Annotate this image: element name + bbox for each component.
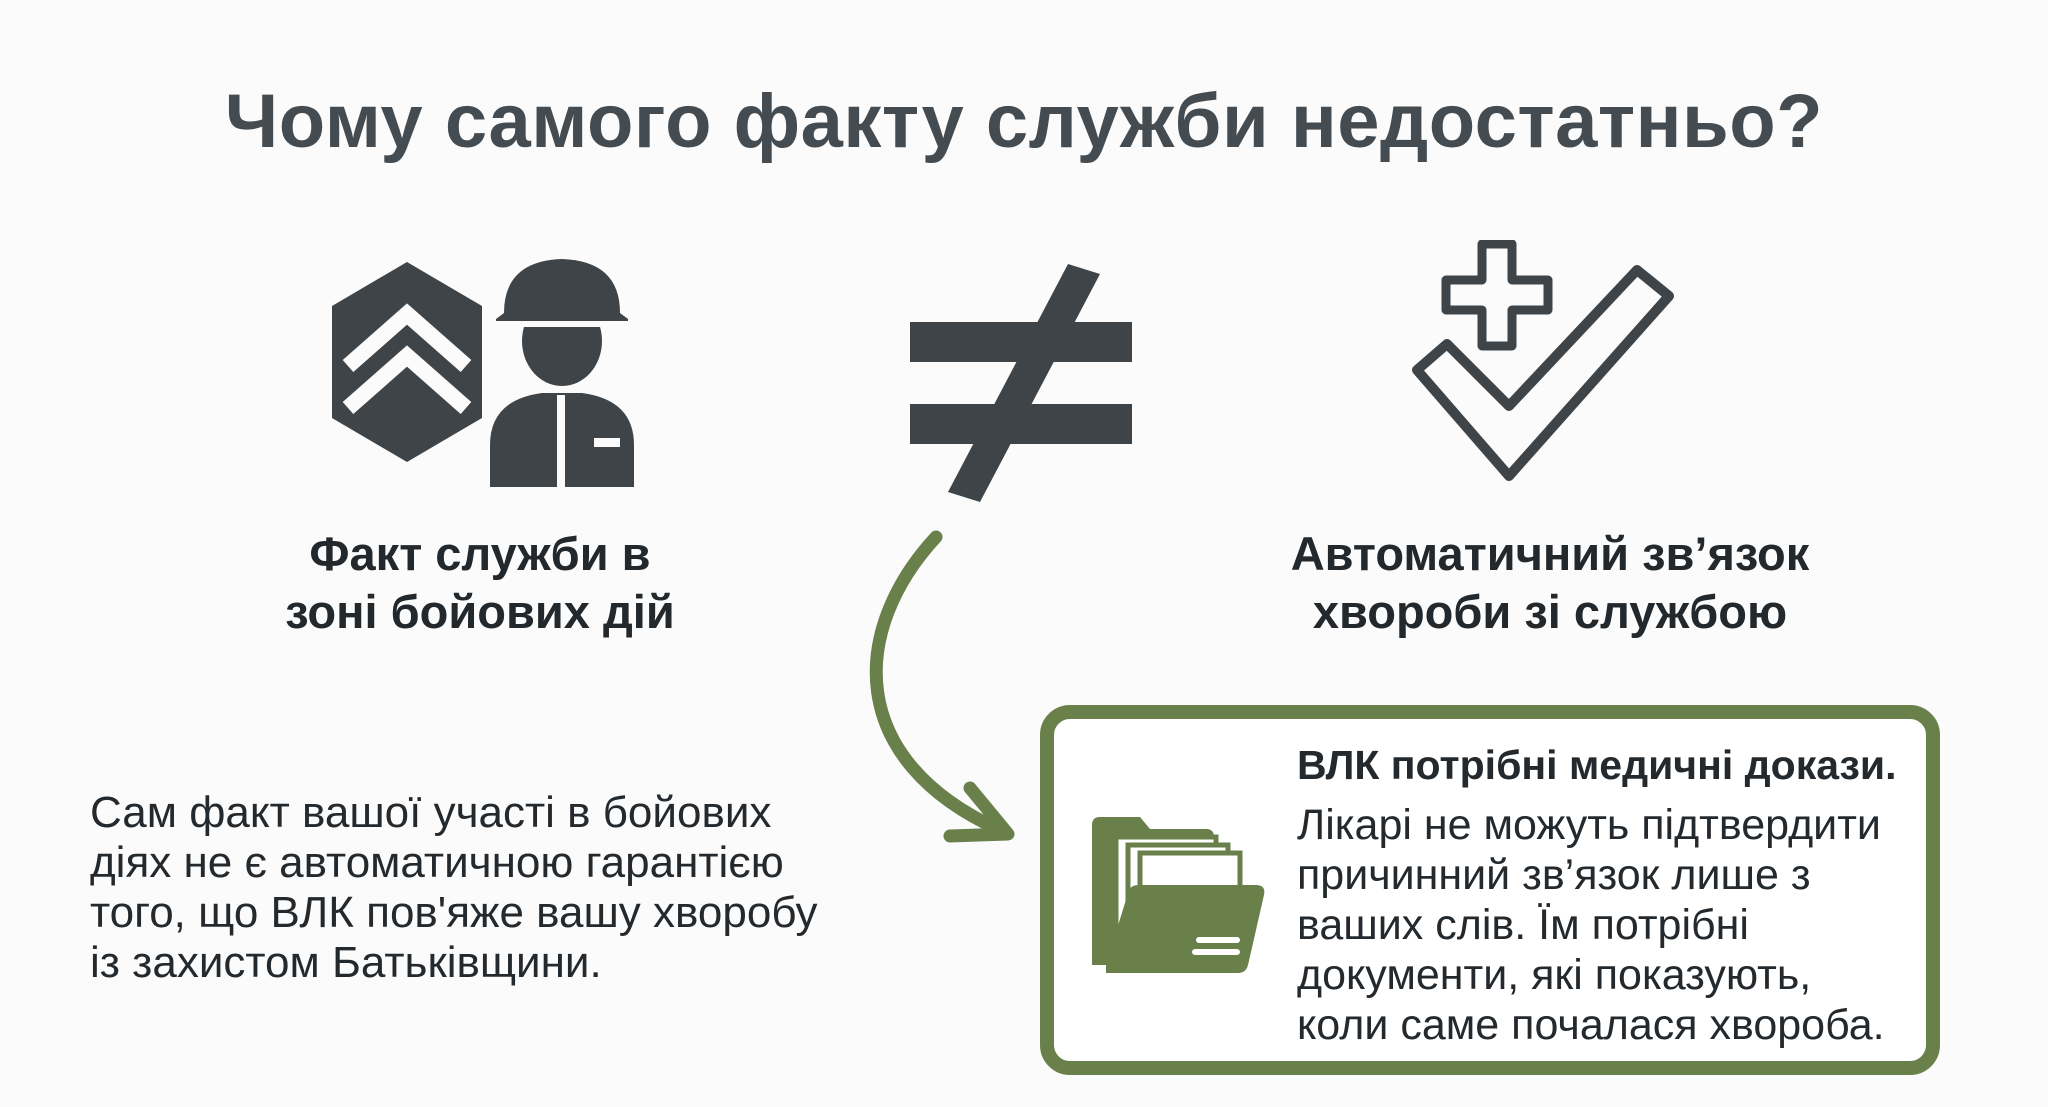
chevron-rank-insignia-icon	[332, 262, 482, 462]
document-folder-icon	[1092, 817, 1265, 973]
text-line: із захистом Батьківщини.	[90, 938, 602, 987]
text-line: документи, які показують,	[1297, 951, 1812, 999]
caption-line: Автоматичний зв’язок	[1290, 527, 1810, 580]
text-line: того, що ВЛК пов'яже вашу хворобу	[90, 888, 818, 937]
caption-line: хвороби зі службою	[1312, 585, 1788, 638]
right-caption: Автоматичний зв’язок хвороби зі службою	[1230, 525, 1870, 641]
soldier-helmet-icon	[490, 259, 634, 487]
callout-heading: ВЛК потрібні медичні докази.	[1297, 742, 1897, 788]
caption-line: Факт служби в	[309, 527, 651, 580]
text-line: Лікарі не можуть підтвердити	[1297, 801, 1881, 849]
not-equal-icon	[910, 264, 1132, 502]
text-line: причинний зв’язок лише з	[1297, 851, 1811, 899]
left-caption: Факт служби в зоні бойових дій	[230, 525, 730, 641]
text-line: Сам факт вашої участі в бойових	[90, 788, 772, 837]
text-line: коли саме почалася хвороба.	[1297, 1001, 1885, 1049]
caption-line: зоні бойових дій	[285, 585, 675, 638]
text-line: діях не є автоматичною гарантією	[90, 838, 784, 887]
text-line: ваших слів. Їм потрібні	[1297, 901, 1749, 949]
callout-text: Лікарі не можуть підтвердити причинний з…	[1297, 800, 1927, 1050]
explanation-text: Сам факт вашої участі в бойових діях не …	[90, 788, 910, 988]
page-title: Чому самого факту служби недостатньо?	[224, 79, 1824, 164]
medical-cross-checkmark-icon	[1412, 240, 1674, 481]
